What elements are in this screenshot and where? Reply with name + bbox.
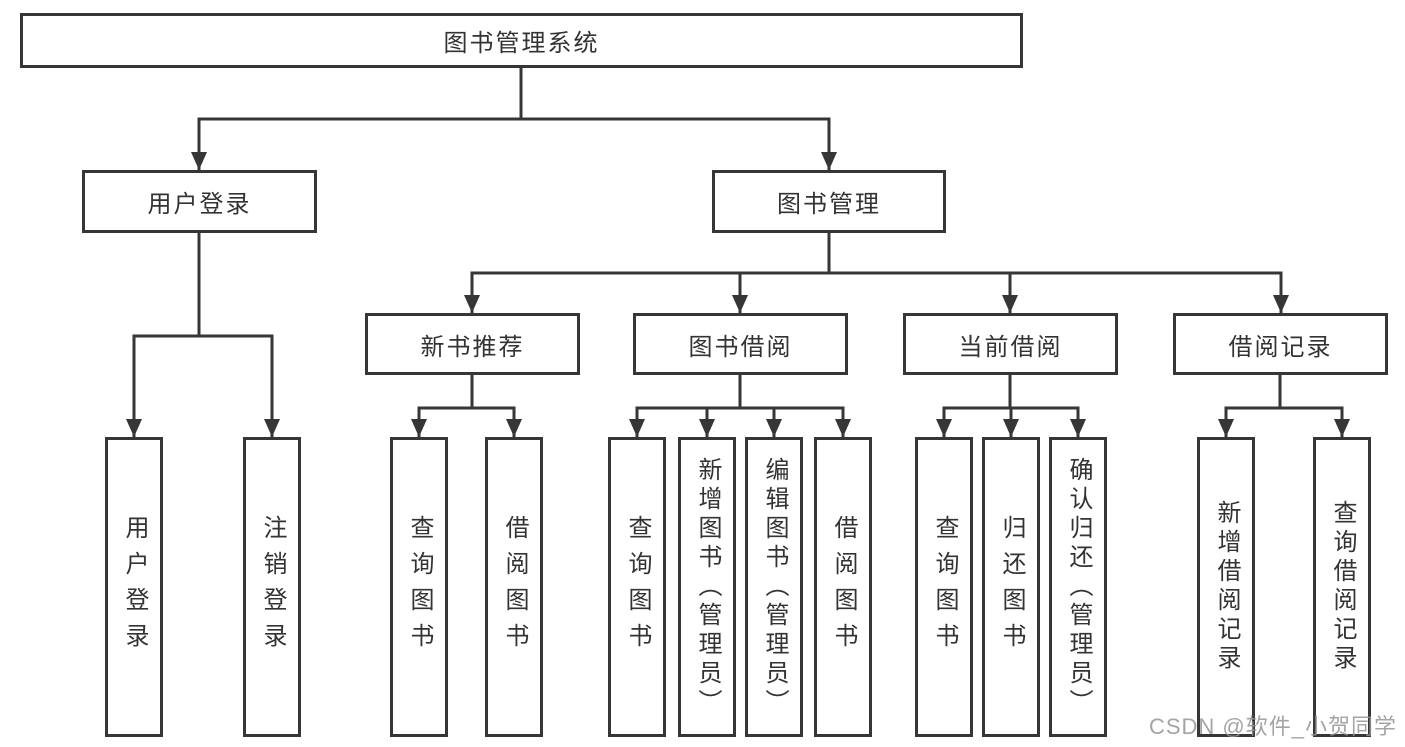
leaf-query-borrow-record: 查询借阅记录: [1313, 437, 1371, 737]
leaf-query-books-current: 查询图书: [915, 437, 973, 737]
node-library-management-system: 图书管理系统: [20, 13, 1023, 68]
node-book-borrowing: 图书借阅: [633, 313, 848, 375]
leaf-borrow-books-borrowing: 借阅图书: [814, 437, 872, 737]
leaf-query-books-borrowing: 查询图书: [608, 437, 666, 737]
leaf-return-books: 归还图书: [982, 437, 1040, 737]
leaf-user-login: 用户登录: [105, 437, 163, 737]
node-new-book-recommendation: 新书推荐: [365, 313, 580, 375]
node-book-management: 图书管理: [712, 170, 946, 233]
csdn-watermark: CSDN @软件_小贺同学: [1148, 714, 1397, 739]
node-borrowing-records: 借阅记录: [1173, 313, 1388, 375]
leaf-confirm-return-admin: 确认归还（管理员）: [1049, 437, 1107, 737]
node-user-login: 用户登录: [82, 170, 317, 233]
leaf-edit-book-admin: 编辑图书（管理员）: [745, 437, 803, 737]
leaf-add-borrow-record: 新增借阅记录: [1197, 437, 1255, 737]
leaf-query-books-recommend: 查询图书: [390, 437, 448, 737]
leaf-logout: 注销登录: [243, 437, 301, 737]
leaf-add-book-admin: 新增图书（管理员）: [678, 437, 736, 737]
leaf-borrow-books-recommend: 借阅图书: [485, 437, 543, 737]
node-current-borrowing: 当前借阅: [903, 313, 1118, 375]
